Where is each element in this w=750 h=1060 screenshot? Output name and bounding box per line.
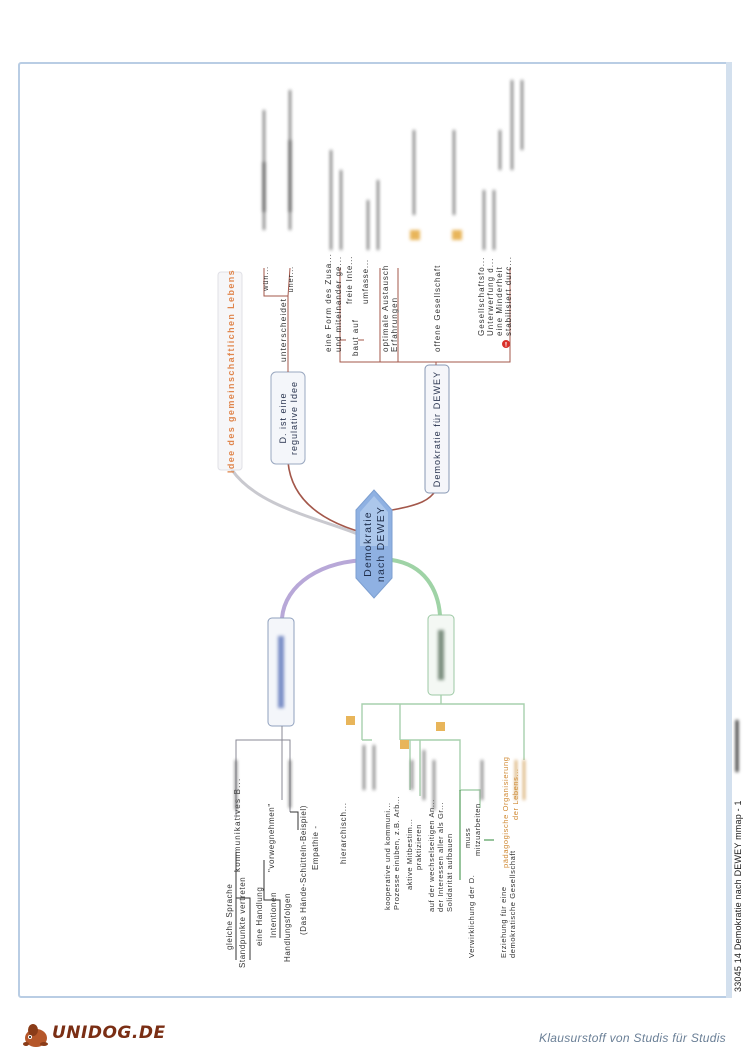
dewey-freie: freie Inte... xyxy=(345,256,354,304)
dewey-gesell-line2: Unterwerfung d... xyxy=(486,258,495,336)
branch-left xyxy=(280,558,373,619)
dewey-umfassende: umfasse... xyxy=(361,259,370,304)
green-paed-line1: pädagogische Organisierung xyxy=(501,757,510,869)
regulative-unterscheidet: unterscheidet xyxy=(278,298,288,362)
dewey-optimale-line1: optimale Austausch xyxy=(381,265,390,352)
central-topic[interactable]: Demokratie nach DEWEY xyxy=(355,489,393,599)
central-topic-line2: nach DEWEY xyxy=(375,506,387,582)
green-muss: muss xyxy=(463,828,472,848)
left-handlungsfolgen: Handlungsfolgen xyxy=(283,893,292,962)
regulative-blurred-details xyxy=(262,90,292,230)
left-haende-schuetteln: (Das Hände-Schütteln-Beispiel) xyxy=(299,805,308,935)
central-topic-line1: Demokratie xyxy=(362,511,374,577)
dewey-blurred-details xyxy=(330,80,523,250)
dewey-form-line2: und miteinander ge... xyxy=(334,256,343,352)
topic-demokratie-fuer-dewey[interactable]: Demokratie für DEWEY xyxy=(424,364,450,494)
dewey-optimale-line2: Erfahrungen xyxy=(390,297,399,352)
dewey-gesell-line1: Gesellschaftsfo... xyxy=(477,257,486,336)
green-erziehung-line1: Erziehung für eine xyxy=(499,886,508,958)
topic-regulative-line2: regulative Idee xyxy=(289,381,299,455)
warning-icon xyxy=(502,340,510,348)
left-standpunkte: Standpunkte vertreten xyxy=(238,877,247,968)
dewey-offene: offene Gesellschaft xyxy=(433,265,442,352)
flag-icon-3 xyxy=(400,740,409,749)
topic-regulative[interactable]: D. ist eine regulative Idee xyxy=(270,371,306,465)
left-gleiche-sprache: gleiche Sprache xyxy=(225,884,234,950)
topic-green[interactable] xyxy=(427,614,455,696)
left-blurred-details xyxy=(235,760,291,810)
green-aktive-line2: praktizieren xyxy=(414,824,423,870)
left-vorwegnehmen: "vorwegnehmen" xyxy=(267,803,276,872)
topic-regulative-line1: D. ist eine xyxy=(278,392,288,443)
topic-left[interactable] xyxy=(267,617,295,727)
unidog-logo[interactable] xyxy=(22,1014,152,1054)
dewey-gesell-line3: eine Minderheit xyxy=(495,266,504,336)
svg-text:!: ! xyxy=(505,342,508,349)
dewey-gesell-line4: stabilisiert durc... xyxy=(504,256,513,336)
topic-dewey-label: Demokratie für DEWEY xyxy=(432,371,442,488)
footer-tagline: Klausurstoff von Studis für Studis xyxy=(539,1031,726,1045)
green-hierarchisch: hierarchisch... xyxy=(339,802,348,864)
green-kooperative-line1: kooperative und kommuni... xyxy=(383,802,392,910)
left-empathie: Empathie - xyxy=(311,825,320,870)
flag-icon-2 xyxy=(436,722,445,731)
green-kooperative-line2: Prozesse einüben, z.B. Arb... xyxy=(392,796,401,910)
regulative-sub-2: uner... xyxy=(286,266,295,292)
left-eine-handlung: eine Handlung xyxy=(255,887,264,946)
flag-icon-1 xyxy=(346,716,355,725)
branch-green xyxy=(391,558,442,616)
green-aktive-line1: aktive Mitbestim... xyxy=(405,819,414,890)
green-blurred-details xyxy=(363,745,525,810)
regulative-sub-1: wün... xyxy=(261,266,270,292)
dewey-form-line1: eine Form des Zusa... xyxy=(324,253,333,352)
topic-idee[interactable]: Idee des gemeinschaftlichen Lebens xyxy=(217,269,243,473)
dewey-baut-auf: baut auf xyxy=(351,319,360,356)
green-solidaritaet: Solidarität aufbauen xyxy=(445,833,454,912)
green-erziehung-line2: demokratische Gesellschaft xyxy=(508,850,517,958)
green-mitarbeiten: mitzuarbeiten xyxy=(473,803,482,856)
left-intentionen: Intentionen xyxy=(269,892,278,938)
brand-text: UNIDOG.DE xyxy=(52,1023,166,1043)
green-wechsel-line1: auf der wechselseitigen An... xyxy=(427,799,436,912)
left-kommunikatives: kommunikatives B... xyxy=(233,778,242,872)
topic-idee-label: Idee des gemeinschaftlichen Lebens xyxy=(226,269,236,473)
green-verwirklichung: Verwirklichung der D. xyxy=(467,875,476,958)
footer-doc-id: 33045 14 Demokratie nach DEWEY mmap - 1 xyxy=(733,800,743,992)
green-wechsel-line2: der Interessen aller als Gr... xyxy=(436,802,445,912)
